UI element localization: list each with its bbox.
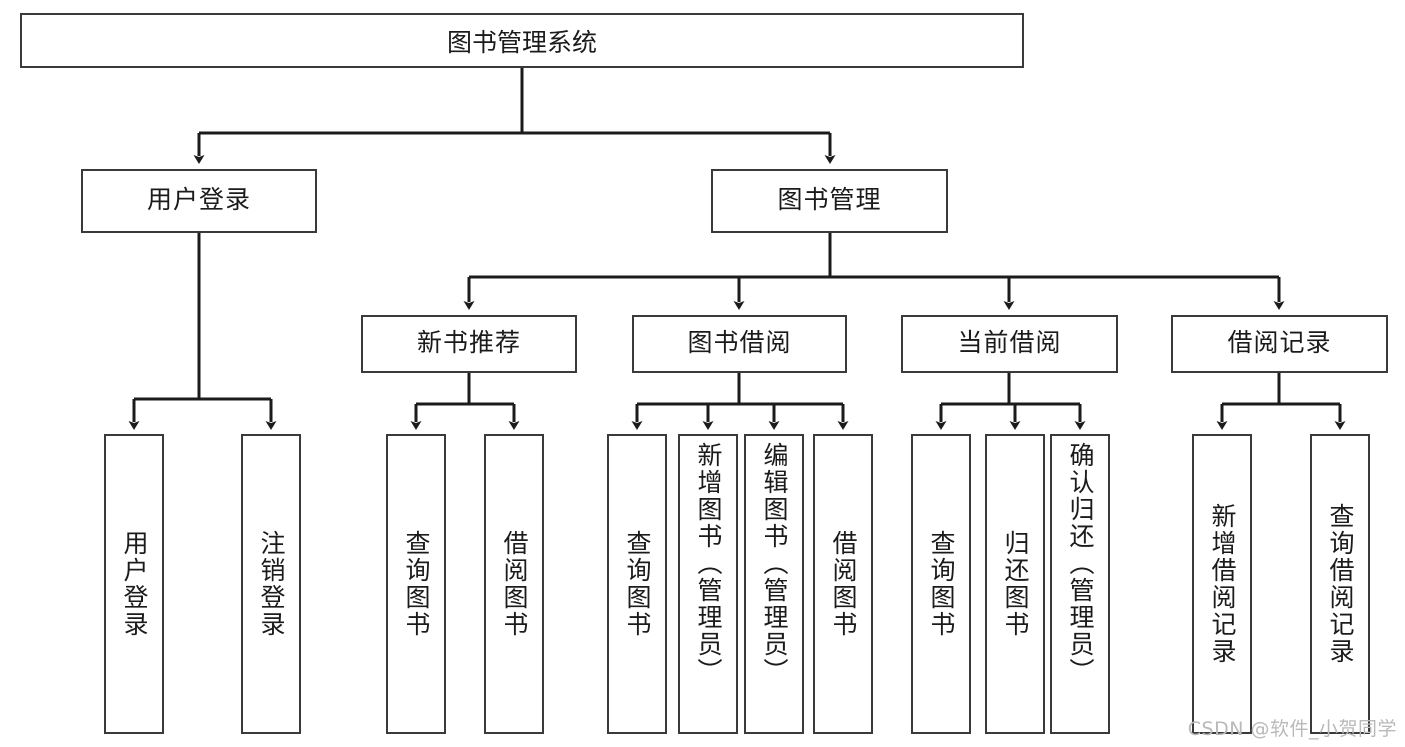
node-leaf-borrow-book-2[interactable]: 借阅图书 xyxy=(813,434,873,734)
node-borrow-record[interactable]: 借阅记录 xyxy=(1171,315,1388,373)
node-leaf-borrow-book-1[interactable]: 借阅图书 xyxy=(484,434,544,734)
node-leaf-edit-book[interactable]: 编辑图书（管理员） xyxy=(744,434,804,734)
node-user-login-label: 用户登录 xyxy=(146,186,251,215)
node-leaf-logout-label: 注销登录 xyxy=(257,530,285,638)
node-leaf-add-book-label: 新增图书（管理员） xyxy=(694,442,722,685)
node-new-book-recommend[interactable]: 新书推荐 xyxy=(361,315,577,373)
node-leaf-query-record-label: 查询借阅记录 xyxy=(1326,503,1354,665)
node-leaf-query-book-2-label: 查询图书 xyxy=(623,530,651,638)
node-book-borrow[interactable]: 图书借阅 xyxy=(632,315,847,373)
node-book-manage-label: 图书管理 xyxy=(777,186,882,215)
node-leaf-edit-book-label: 编辑图书（管理员） xyxy=(760,442,788,685)
node-leaf-confirm-return-label: 确认归还（管理员） xyxy=(1066,442,1094,685)
node-leaf-add-record-label: 新增借阅记录 xyxy=(1208,503,1236,665)
node-leaf-borrow-book-2-label: 借阅图书 xyxy=(829,530,857,638)
node-leaf-query-book-1[interactable]: 查询图书 xyxy=(386,434,446,734)
node-leaf-return-book[interactable]: 归还图书 xyxy=(985,434,1045,734)
node-leaf-return-book-label: 归还图书 xyxy=(1001,530,1029,638)
node-root[interactable]: 图书管理系统 xyxy=(20,13,1024,68)
node-leaf-query-record[interactable]: 查询借阅记录 xyxy=(1310,434,1370,734)
node-leaf-add-record[interactable]: 新增借阅记录 xyxy=(1192,434,1252,734)
node-leaf-add-book[interactable]: 新增图书（管理员） xyxy=(678,434,738,734)
node-leaf-user-login-label: 用户登录 xyxy=(120,530,148,638)
node-leaf-user-login[interactable]: 用户登录 xyxy=(104,434,164,734)
node-leaf-query-book-3-label: 查询图书 xyxy=(927,530,955,638)
node-current-borrow-label: 当前借阅 xyxy=(957,329,1062,358)
node-user-login[interactable]: 用户登录 xyxy=(81,169,317,233)
watermark: CSDN @软件_小贺同学 xyxy=(1187,718,1397,740)
node-borrow-record-label: 借阅记录 xyxy=(1227,329,1332,358)
node-new-book-recommend-label: 新书推荐 xyxy=(416,329,521,358)
node-leaf-query-book-2[interactable]: 查询图书 xyxy=(607,434,667,734)
node-leaf-logout[interactable]: 注销登录 xyxy=(241,434,301,734)
node-root-label: 图书管理系统 xyxy=(446,28,597,57)
node-leaf-query-book-3[interactable]: 查询图书 xyxy=(911,434,971,734)
node-current-borrow[interactable]: 当前借阅 xyxy=(901,315,1118,373)
node-leaf-confirm-return[interactable]: 确认归还（管理员） xyxy=(1050,434,1110,734)
node-book-borrow-label: 图书借阅 xyxy=(687,329,792,358)
node-book-manage[interactable]: 图书管理 xyxy=(711,169,948,233)
node-leaf-query-book-1-label: 查询图书 xyxy=(402,530,430,638)
node-leaf-borrow-book-1-label: 借阅图书 xyxy=(500,530,528,638)
